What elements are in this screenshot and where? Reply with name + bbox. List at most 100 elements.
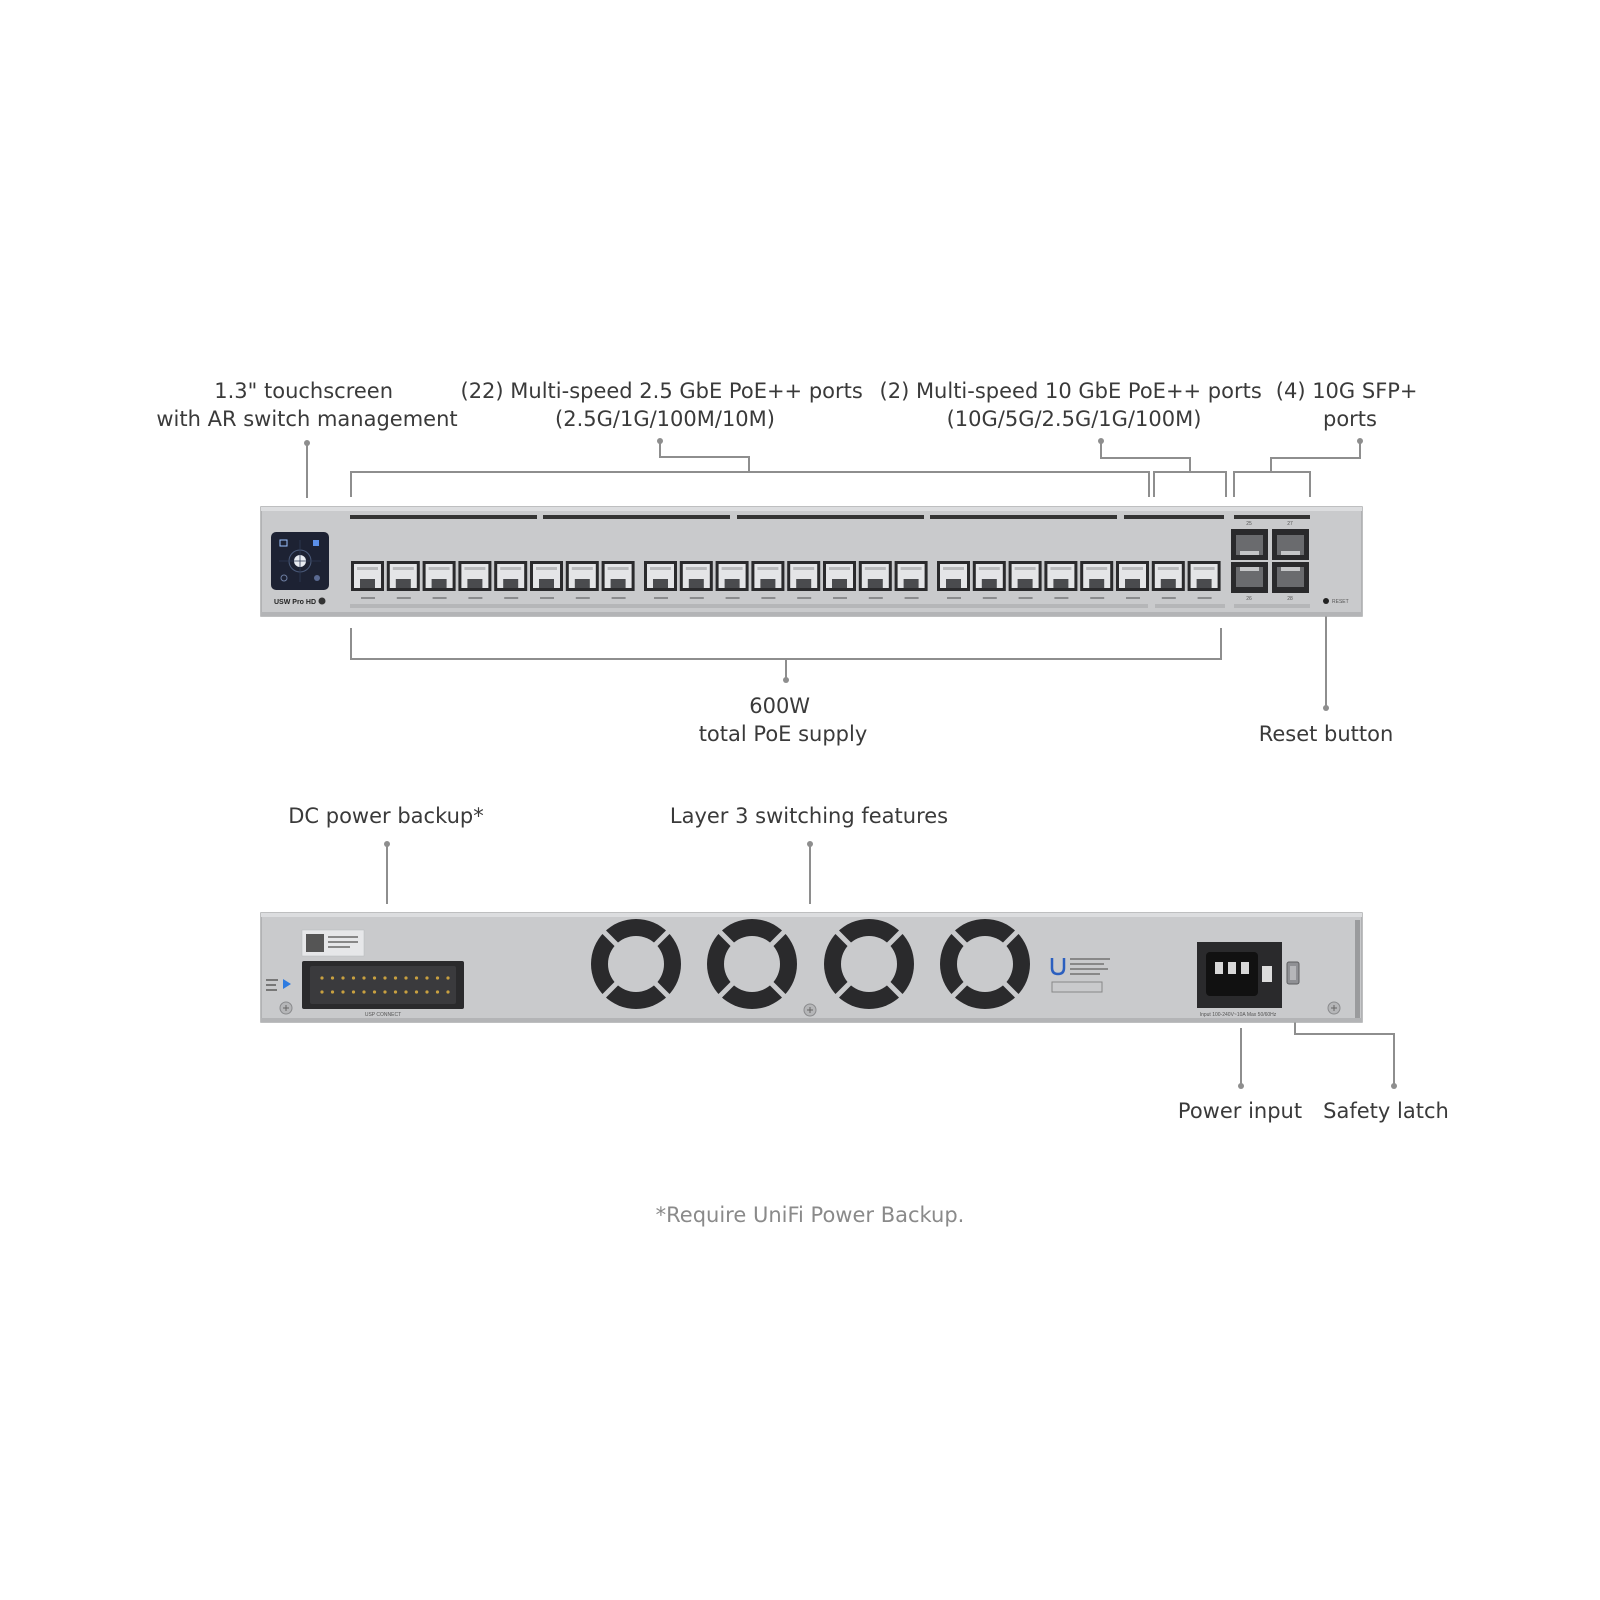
rj45-port-2[interactable] [386,561,420,599]
rj45-port-3[interactable] [422,561,456,599]
port-number-mark [575,597,590,599]
sfp-port-cages: 25 27 26 28 [1231,521,1309,602]
port-number-mark [689,597,704,599]
fan-4-icon [940,919,1030,1009]
port-number-mark [761,597,776,599]
dc-status-arrow-icon [283,979,291,989]
footnote: *Require UniFi Power Backup. [656,1203,965,1227]
qr-code-icon [306,934,324,952]
port-number-mark [1126,597,1140,599]
certification-icons [1051,981,1103,993]
serial-sticker [301,929,365,957]
port-number-mark [797,597,812,599]
port-number-mark [868,597,883,599]
sfp-port-27[interactable] [1277,535,1304,555]
power-rating-label: Input 100-240V~10A Max 50/60Hz [1200,1012,1277,1018]
rj45-port-23[interactable] [1151,561,1185,599]
dc-status-text-block-2 [266,984,276,986]
rj45-port-6[interactable] [530,561,563,599]
rj45-port-17[interactable] [937,561,970,599]
rj45-port-21[interactable] [1080,561,1114,599]
dc-connector-pins [320,976,450,994]
rj45-port-10[interactable] [679,561,713,599]
safety-latch[interactable] [1286,961,1300,985]
port-number-mark [1197,597,1212,599]
sfp-number-25: 25 [1246,521,1252,527]
model-label: USW Pro HD [274,599,316,606]
port-number-mark [1018,597,1033,599]
screen-dot-icon [314,575,320,581]
dc-status-text-block [266,979,278,981]
port-number-mark [1054,597,1069,599]
rj45-port-11[interactable] [715,561,749,599]
poe-supply-label: 600W total PoE supply [699,694,868,746]
safety-latch-label: Safety latch [1323,1099,1449,1123]
sfp-number-28: 28 [1287,596,1293,602]
connector-label: USP CONNECT [365,1012,401,1018]
reset-text: RESET [1332,599,1349,605]
rj45-port-18[interactable] [972,561,1006,599]
sfp-port-28[interactable] [1277,567,1304,587]
rj45-port-1[interactable] [351,561,384,599]
rj45-port-19[interactable] [1008,561,1042,599]
rj45-port-13[interactable] [787,561,821,599]
port-number-mark [1161,597,1176,599]
screen-sfp-icon [313,540,319,546]
port-number-mark [396,597,411,599]
ports-2-5g-label: (22) Multi-speed 2.5 GbE PoE++ ports (2.… [461,379,870,431]
cooling-fans [591,919,1030,1009]
rj45-port-8[interactable] [601,561,635,599]
screen-ring-icon [280,574,288,582]
rj45-port-20[interactable] [1044,561,1078,599]
port-group-strips [350,515,1310,519]
touchscreen-display[interactable] [271,532,329,590]
touchscreen-label: 1.3" touchscreen with AR switch manageme… [156,379,457,431]
port-number-mark [432,597,447,599]
lead-lines [304,438,1397,1089]
compliance-marks [1050,958,1110,993]
port-number-mark [540,597,554,599]
rj45-port-5[interactable] [494,561,528,599]
sfp-port-26[interactable] [1236,567,1263,587]
port-number-mark [504,597,519,599]
rj45-port-4[interactable] [458,561,492,599]
reset-button[interactable] [1323,598,1329,604]
dc-power-backup-label: DC power backup* [288,804,484,828]
ports-10g-label: (2) Multi-speed 10 GbE PoE++ ports (10G/… [880,379,1269,431]
fan-2-icon [707,919,797,1009]
port-label-strips [350,604,1310,608]
port-number-mark [947,597,961,599]
port-number-mark [611,597,626,599]
port-number-mark [654,597,668,599]
rj45-port-22[interactable] [1116,561,1149,599]
rj45-port-14[interactable] [823,561,856,599]
ac-power-inlet[interactable] [1197,942,1282,1008]
port-number-mark [904,597,919,599]
switch-front-panel: USW Pro HD [260,506,1363,617]
rj45-port-7[interactable] [565,561,599,599]
dc-status-text-block-3 [266,989,277,991]
rj45-port-9[interactable] [644,561,677,599]
screen-window-icon [279,539,288,547]
switch-rear-panel: USP CONNECT Input 100-240V~1 [260,912,1363,1023]
fan-3-icon [824,919,914,1009]
port-number-mark [361,597,375,599]
ubiquiti-logo-icon [1050,958,1066,976]
dc-power-connector[interactable] [302,961,464,1009]
sfp-number-26: 26 [1246,596,1252,602]
rj45-port-16[interactable] [894,561,928,599]
sfp-number-27: 27 [1287,521,1293,527]
port-number-mark [468,597,483,599]
rj45-port-15[interactable] [858,561,892,599]
fan-1-icon [591,919,681,1009]
rj45-port-24[interactable] [1187,561,1221,599]
sfp-port-25[interactable] [1236,535,1263,555]
port-number-mark [833,597,847,599]
rj45-port-12[interactable] [751,561,785,599]
rj45-port-array [351,561,1221,599]
port-number-mark [982,597,997,599]
port-number-mark [725,597,740,599]
power-input-label: Power input [1178,1099,1302,1123]
reset-button-label: Reset button [1259,722,1394,746]
